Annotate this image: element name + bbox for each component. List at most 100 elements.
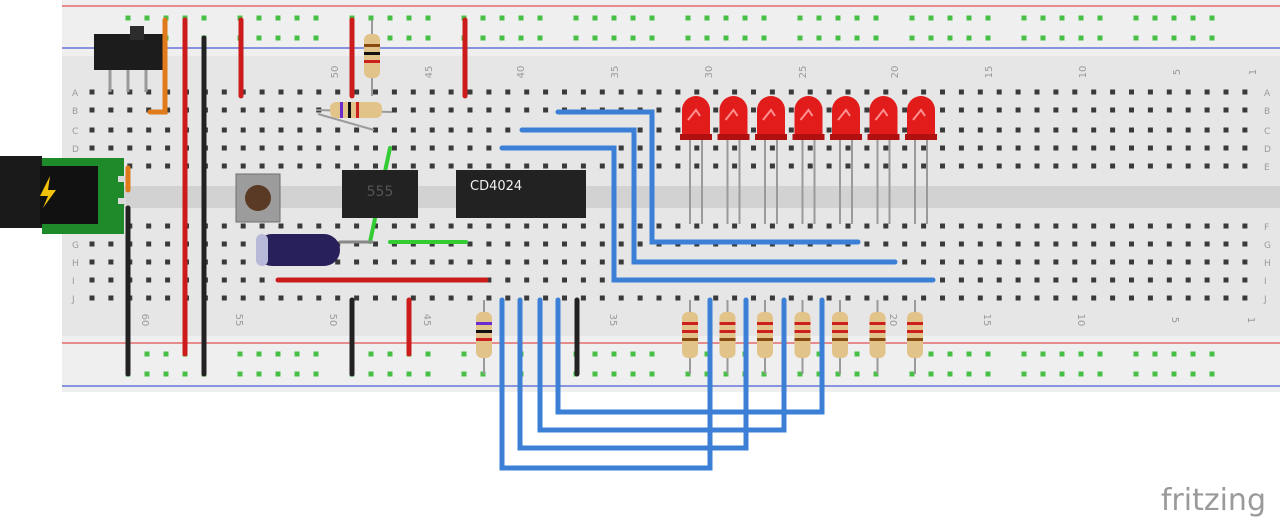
breadboard-hole — [694, 163, 700, 169]
breadboard-hole — [694, 89, 700, 95]
breadboard-hole — [902, 127, 908, 133]
row-letter-left: C — [72, 127, 78, 137]
breadboard-hole — [278, 223, 284, 229]
row-letter-right: D — [1264, 145, 1271, 155]
breadboard-hole — [940, 145, 945, 151]
breadboard-hole — [543, 259, 549, 265]
breadboard-hole — [694, 145, 700, 151]
breadboard-hole — [977, 295, 983, 301]
breadboard-hole — [316, 295, 322, 301]
rail-hole — [966, 371, 972, 377]
column-number: 1 — [1248, 69, 1259, 75]
breadboard-hole — [335, 127, 341, 133]
wire-blue-bottom-2 — [517, 297, 749, 451]
breadboard-hole — [902, 145, 908, 151]
breadboard-hole — [146, 145, 152, 151]
breadboard-hole — [618, 241, 624, 247]
breadboard-hole — [108, 241, 114, 247]
breadboard-hole — [1015, 127, 1021, 133]
breadboard-hole — [1242, 163, 1248, 169]
breadboard-hole — [240, 241, 246, 247]
breadboard-hole — [1034, 107, 1040, 113]
led — [680, 96, 712, 224]
breadboard-hole — [1110, 89, 1116, 95]
breadboard-hole — [1129, 163, 1134, 169]
breadboard-hole — [618, 259, 624, 265]
breadboard-hole — [996, 127, 1002, 133]
breadboard-hole — [373, 163, 378, 169]
breadboard-hole — [1034, 295, 1040, 301]
breadboard-hole — [524, 259, 530, 265]
breadboard-hole — [1166, 127, 1172, 133]
breadboard-hole — [1185, 223, 1191, 229]
breadboard-hole — [996, 107, 1002, 113]
breadboard-hole — [958, 127, 964, 133]
rail-hole — [966, 15, 972, 21]
row-letter-right: E — [1264, 163, 1270, 173]
breadboard-hole — [524, 295, 530, 301]
breadboard-hole — [1166, 145, 1172, 151]
breadboard-hole — [996, 145, 1002, 151]
breadboard-hole — [1242, 259, 1248, 265]
rail-hole — [237, 371, 243, 377]
breadboard-hole — [146, 89, 152, 95]
rail-hole — [873, 15, 879, 21]
row-letter-left: H — [72, 259, 79, 269]
led-resistor — [719, 300, 736, 374]
rail-hole — [275, 35, 281, 41]
rail-hole — [425, 351, 431, 357]
column-number: 30 — [704, 66, 715, 79]
breadboard-hole — [108, 145, 114, 151]
breadboard-hole — [580, 223, 586, 229]
breadboard-hole — [505, 223, 511, 229]
breadboard-hole — [769, 163, 775, 169]
rail-hole — [387, 371, 393, 377]
breadboard-hole — [845, 163, 851, 169]
led-resistor — [682, 300, 698, 374]
rail-hole — [163, 371, 169, 377]
breadboard-hole — [845, 89, 851, 95]
rail-hole — [461, 351, 467, 357]
breadboard-hole — [769, 89, 775, 95]
breadboard-hole — [562, 223, 567, 229]
breadboard-hole — [448, 89, 454, 95]
breadboard-hole — [751, 145, 756, 151]
breadboard-hole — [940, 89, 945, 95]
breadboard-hole — [1147, 107, 1153, 113]
breadboard-hole — [1223, 259, 1229, 265]
breadboard-hole — [618, 223, 624, 229]
breadboard-hole — [977, 127, 983, 133]
rail-hole — [387, 35, 393, 41]
column-number: 55 — [233, 314, 244, 327]
breadboard-hole — [240, 163, 246, 169]
rail-hole — [909, 371, 915, 377]
breadboard-hole — [165, 241, 171, 247]
row-letter-right: F — [1264, 223, 1269, 233]
breadboard-hole — [1204, 277, 1210, 283]
breadboard-hole — [316, 145, 322, 151]
breadboard-hole — [1204, 223, 1210, 229]
rail-hole — [966, 35, 972, 41]
breadboard-hole — [656, 127, 662, 133]
breadboard-hole — [448, 127, 454, 133]
rail-hole — [1078, 371, 1084, 377]
resistor-top-vertical — [364, 20, 380, 96]
breadboard-hole — [410, 89, 416, 95]
breadboard-hole — [543, 241, 549, 247]
breadboard-hole — [1091, 145, 1097, 151]
breadboard-hole — [505, 277, 511, 283]
breadboard-hole — [543, 163, 549, 169]
breadboard-hole — [656, 145, 662, 151]
breadboard-hole — [751, 107, 756, 113]
breadboard-hole — [108, 259, 114, 265]
row-letter-right: J — [1263, 295, 1267, 305]
breadboard-hole — [902, 163, 908, 169]
breadboard-hole — [1015, 89, 1021, 95]
breadboard-hole — [1034, 145, 1040, 151]
breadboard-hole — [656, 107, 662, 113]
breadboard-hole — [580, 163, 586, 169]
breadboard-hole — [467, 163, 473, 169]
breadboard-hole — [127, 145, 133, 151]
breadboard-hole — [996, 89, 1002, 95]
breadboard-hole — [788, 145, 794, 151]
